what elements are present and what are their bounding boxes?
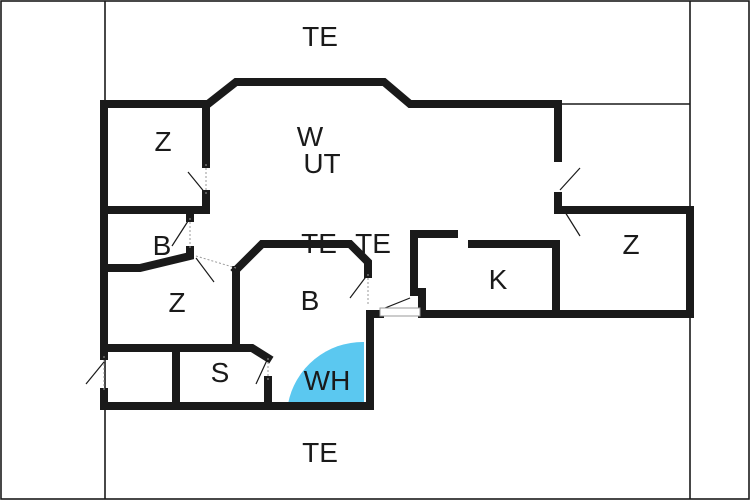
label-terrace-bottom: TE [302, 437, 338, 468]
label-living-ut: UT [303, 148, 340, 179]
wall-storage [172, 344, 272, 410]
wall-bath [230, 240, 372, 278]
label-terrace-top: TE [302, 21, 338, 52]
door-z-top-left [187, 171, 207, 195]
door-sill-z-left [195, 255, 237, 269]
label-kitchen: K [489, 264, 508, 295]
label-room-z-right: Z [622, 229, 639, 260]
wall-kitchen [468, 240, 560, 316]
door-z-right-upper [559, 167, 581, 191]
label-room-z-top-left: Z [154, 126, 171, 157]
exterior-wall-top [100, 78, 562, 360]
exterior-wall-right [410, 192, 694, 318]
door-z-left [195, 257, 215, 283]
wall-z-top-left [100, 100, 210, 214]
door-b-left [171, 217, 191, 247]
whirlpool-shape [288, 341, 364, 404]
label-storage-s: S [211, 357, 230, 388]
wall-b-left [100, 206, 194, 272]
door-storage [255, 357, 269, 385]
label-room-z-left: Z [168, 287, 185, 318]
label-living-w: W [297, 121, 324, 152]
door-bath [349, 273, 369, 299]
door-sill-hall-entry [379, 307, 421, 317]
label-hall-te: TE [301, 228, 337, 259]
door-z-right-lower [559, 203, 581, 237]
wall-lower-rooms [100, 344, 274, 364]
exterior-wall-bottom [100, 310, 384, 410]
label-bath-b: B [301, 285, 320, 316]
label-hall-te-2: TE [355, 228, 391, 259]
label-whirlpool: WH [304, 365, 351, 396]
door-exterior-left [85, 361, 105, 385]
label-room-b-left: B [153, 230, 172, 261]
